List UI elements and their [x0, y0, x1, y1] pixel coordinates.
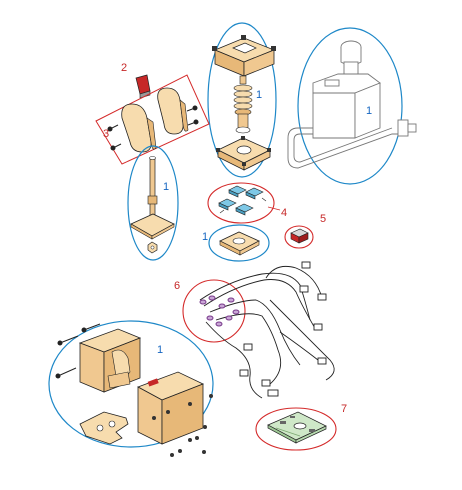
microswitch-icon: [218, 185, 267, 216]
spring-shaft-icon: [233, 75, 253, 134]
group-outline-blue: [127, 145, 179, 261]
callout-1-shaft: 1: [163, 181, 169, 193]
part-6-harness: 6: [174, 261, 335, 399]
screw-icon: [107, 105, 199, 151]
group-outline-red: [182, 279, 246, 343]
callout-1-base: 1: [256, 89, 262, 101]
wiring-harness-icon: [199, 261, 335, 399]
part-7-pcb: 7: [255, 403, 347, 451]
joystick-module-assembly: 1: [287, 27, 417, 185]
group-outline-red: [255, 407, 337, 451]
bottom-bracket-icon: [79, 411, 129, 445]
callout-4: 4: [281, 207, 287, 219]
screw-icon: [55, 323, 101, 379]
enclosure-upper-icon: [78, 328, 142, 393]
base-plate-icon: [130, 213, 175, 240]
callout-2: 2: [121, 62, 127, 74]
joystick-base-assembly: 1: [207, 22, 277, 178]
bottom-mount-plate-icon: [216, 136, 271, 171]
nut-icon: [170, 394, 213, 457]
group-outline-red: [207, 182, 275, 224]
square-plate-icon: [219, 231, 260, 256]
group-outline-red: [95, 74, 210, 165]
handle-left-icon: [121, 103, 157, 153]
shaft-icon: [147, 156, 158, 217]
callout-1-plate: 1: [202, 231, 208, 243]
callout-6: 6: [174, 280, 180, 292]
callout-3: 3: [103, 128, 109, 140]
nut-icon: [147, 241, 158, 254]
button-cap-icon: [290, 228, 309, 244]
shaft-assembly: 1: [127, 145, 179, 261]
harness-connector-icon: [199, 295, 240, 327]
part-2: 2: [121, 62, 151, 99]
group-outline-red: [284, 225, 314, 249]
bracket-clip-icon: [135, 74, 151, 95]
pcb-icon: [267, 411, 327, 444]
group-outline-blue: [208, 224, 270, 262]
handle-right-icon: [157, 87, 189, 135]
enclosure-assembly: 1: [48, 320, 214, 457]
part-4-switches: 4: [207, 182, 287, 224]
plate-assembly: 1: [202, 224, 270, 262]
callout-1-module: 1: [366, 105, 372, 117]
callout-1-enclosure: 1: [157, 344, 163, 356]
group-outline-blue: [207, 22, 277, 178]
part-3-handles: 3: [95, 74, 210, 165]
group-outline-blue: [48, 320, 214, 448]
group-outline-blue: [297, 27, 403, 185]
joystick-module-icon: [287, 40, 417, 169]
leader-line: [267, 206, 281, 211]
callout-5: 5: [320, 213, 326, 225]
callout-7: 7: [341, 403, 347, 415]
enclosure-lower-icon: [137, 371, 205, 445]
top-mount-plate-icon: [212, 35, 276, 77]
part-5: 5: [284, 213, 326, 249]
